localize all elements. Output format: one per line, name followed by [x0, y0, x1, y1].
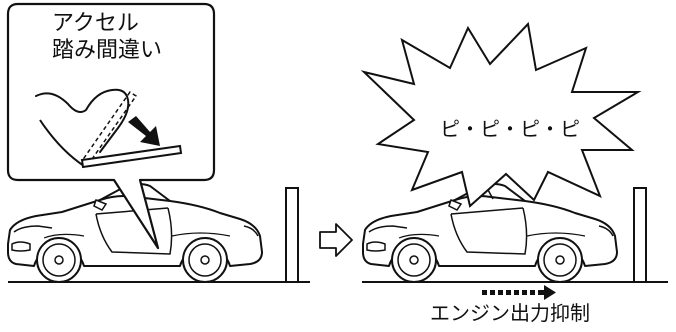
caption-engine-suppression: エンジン出力抑制	[430, 301, 590, 325]
left-scene: アクセル 踏み間違い	[6, 2, 310, 283]
beep-sound-text: ピ・ピ・ピ・ピ	[440, 117, 580, 141]
callout-line-2: 踏み間違い	[52, 38, 162, 63]
wall-right	[633, 187, 647, 283]
callout-bubble	[6, 2, 216, 250]
wall-left	[285, 187, 299, 283]
right-scene: ピ・ピ・ピ・ピ エンジン出力抑制	[360, 21, 668, 325]
car-right	[362, 183, 618, 283]
press-down-arrow-icon	[128, 116, 160, 146]
foot-on-pedal-icon	[35, 88, 130, 153]
accelerator-pedal-icon	[80, 144, 183, 169]
dotted-right-arrow-icon	[482, 285, 556, 300]
callout-line-1: アクセル	[52, 11, 139, 36]
sound-starburst	[360, 21, 642, 208]
foot-sole-line	[39, 119, 85, 167]
transition-arrow-icon	[319, 223, 353, 257]
